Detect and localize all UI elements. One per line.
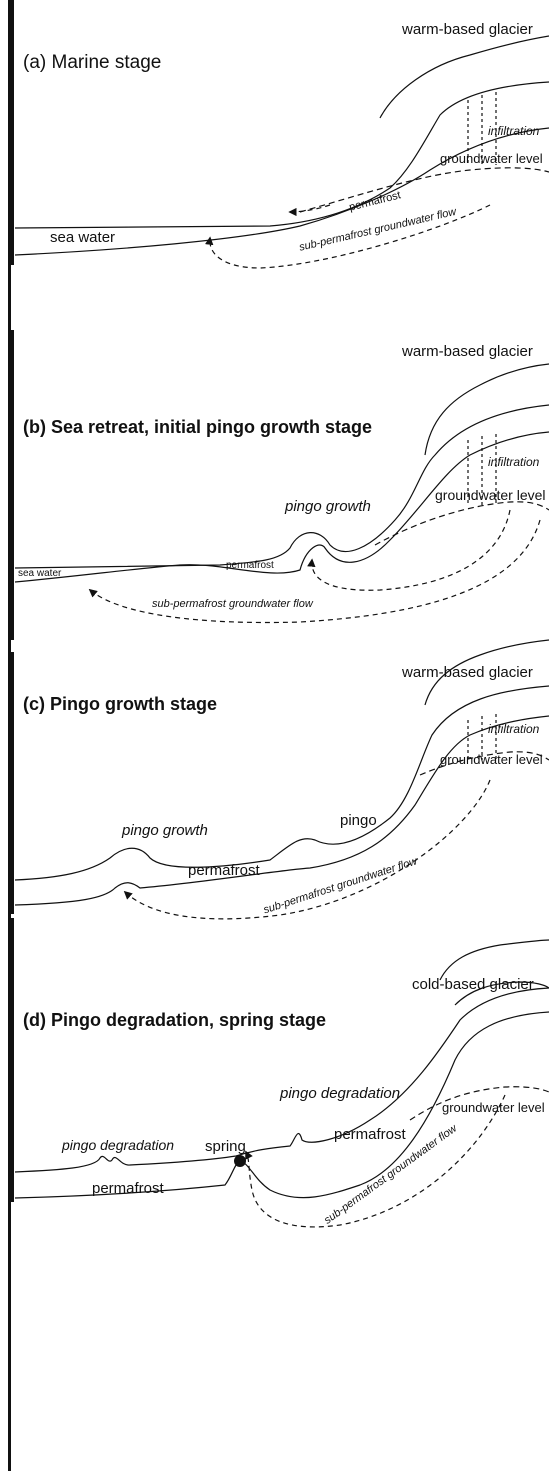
panel-c-frame bbox=[11, 652, 14, 914]
panel-b-flow-label: sub-permafrost groundwater flow bbox=[152, 598, 313, 610]
panel-d-ground-surface bbox=[14, 987, 549, 1173]
panel-d-glacier-mid bbox=[454, 981, 549, 1006]
left-frame-bar bbox=[8, 0, 11, 1471]
panel-a-infiltration-label: infiltration bbox=[488, 124, 540, 138]
panel-c-infiltration-label: infiltration bbox=[488, 722, 540, 736]
panel-b-glacier-top bbox=[424, 363, 549, 456]
panel-c-glacier-label: warm-based glacier bbox=[402, 664, 533, 681]
panel-a-groundwater-level bbox=[299, 167, 549, 213]
panel-b-flow-arrow-2 bbox=[307, 509, 511, 591]
panel-d-permafrost-left-label: permafrost bbox=[92, 1180, 164, 1197]
panel-a-sea-water-label: sea water bbox=[50, 229, 116, 246]
panel-b-lines bbox=[14, 363, 549, 624]
panel-a-glacier-top bbox=[379, 35, 549, 119]
panel-a-title: (a) Marine stage bbox=[23, 52, 162, 73]
panel-d-flow-arrow bbox=[245, 1094, 506, 1228]
panel-c-groundwater-label: groundwater level bbox=[440, 752, 543, 767]
panel-a-flow-arrow bbox=[205, 204, 491, 269]
panel-d-frame bbox=[11, 918, 14, 1202]
panel-c-permafrost-base bbox=[14, 715, 549, 906]
panel-d-glacier-label: cold-based glacier bbox=[412, 976, 534, 993]
panel-d-groundwater-level bbox=[409, 1086, 549, 1121]
panel-b-title: (b) Sea retreat, initial pingo growth st… bbox=[23, 417, 373, 437]
panel-a-groundwater-label: groundwater level bbox=[440, 151, 543, 166]
panel-b-ground-surface bbox=[14, 404, 549, 569]
panel-b-flow-arrow bbox=[88, 519, 541, 624]
panel-d-glacier-top bbox=[439, 939, 549, 981]
panel-d-permafrost-base bbox=[14, 1011, 549, 1199]
panel-a-frame bbox=[11, 0, 14, 265]
panel-d-lines bbox=[14, 939, 549, 1228]
panel-b-infiltration-label: infiltration bbox=[488, 455, 540, 469]
panel-c-flow-arrow bbox=[123, 779, 491, 920]
panel-c-ground-surface bbox=[14, 685, 549, 881]
panel-c-pingo-label: pingo bbox=[340, 812, 377, 829]
panel-b-sea-water-label: sea water bbox=[18, 568, 62, 579]
panel-d-pingo-degradation-right-label: pingo degradation bbox=[280, 1085, 401, 1102]
panel-c-groundwater-level bbox=[419, 751, 549, 776]
panel-d-groundwater-label: groundwater level bbox=[442, 1100, 545, 1115]
panel-d-spring-label: spring bbox=[205, 1138, 246, 1155]
panel-b-permafrost-base bbox=[14, 431, 549, 583]
panel-a-lines bbox=[14, 35, 549, 269]
panel-d-title: (d) Pingo degradation, spring stage bbox=[23, 1010, 327, 1030]
panel-c-lines bbox=[14, 639, 549, 920]
panel-b-permafrost-label: permafrost bbox=[226, 560, 274, 571]
panel-d-spring-marker bbox=[234, 1155, 246, 1167]
panel-d-permafrost-right-label: permafrost bbox=[334, 1126, 406, 1143]
panel-b-pingo-growth-label: pingo growth bbox=[285, 498, 371, 515]
panel-a-ground-surface bbox=[14, 81, 549, 229]
panel-c-pingo-growth-label: pingo growth bbox=[122, 822, 208, 839]
panel-c-glacier-top bbox=[424, 639, 549, 706]
panel-d-pingo-degradation-left-label: pingo degradation bbox=[62, 1137, 175, 1153]
panel-a-flow-arrow-2 bbox=[288, 204, 331, 217]
panel-b-groundwater-level bbox=[374, 501, 549, 546]
panel-b-groundwater-label: groundwater level bbox=[435, 487, 546, 503]
panel-b-glacier-label: warm-based glacier bbox=[402, 343, 533, 360]
panel-b-frame bbox=[11, 330, 14, 640]
panel-a-glacier-label: warm-based glacier bbox=[402, 21, 533, 38]
panel-c-title: (c) Pingo growth stage bbox=[23, 694, 218, 714]
panel-c-permafrost-label: permafrost bbox=[188, 862, 260, 879]
